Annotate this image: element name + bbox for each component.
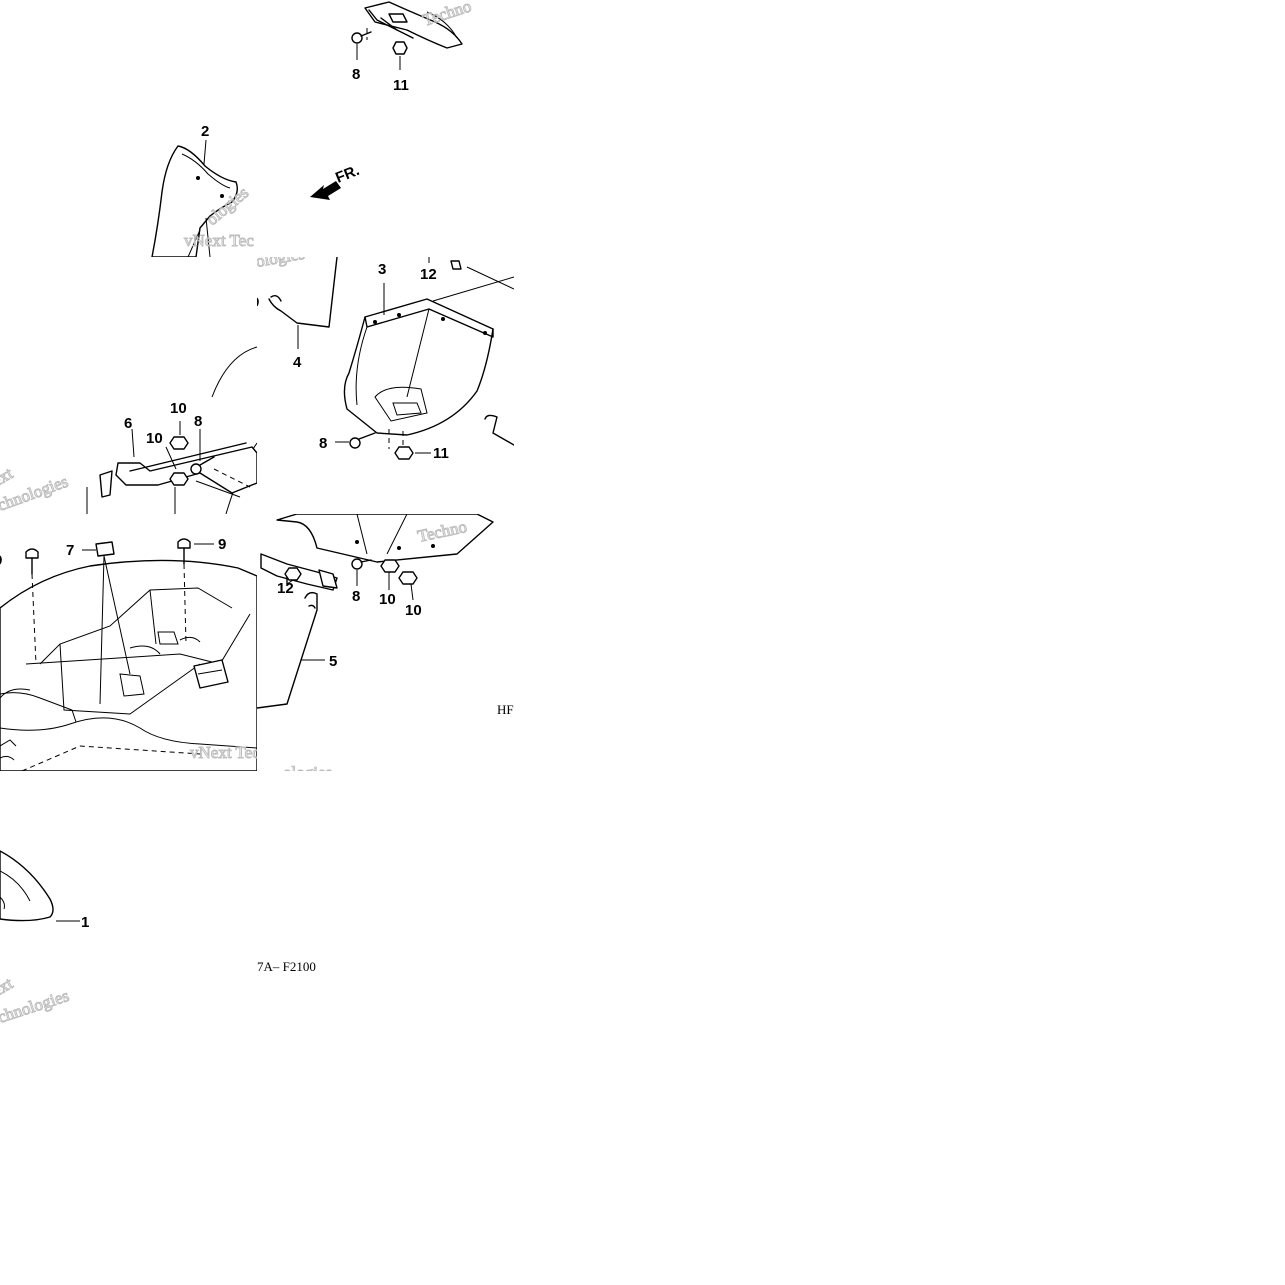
callout-10: 10 [146,430,163,447]
clip-icon [95,541,131,705]
diagram-tile-h: 7A– F2100 [257,771,514,1028]
watermark-text: ologies [257,257,306,271]
callout-11: 11 [433,445,449,462]
push-rivet-icon [177,538,191,565]
diagram-tile-a: 8 11 Techno [257,0,514,100]
watermark-text: ext [0,973,16,1000]
diagram-tile-f: 12 8 10 10 5 HF' Techno ologies [257,514,514,771]
callout-12: 12 [277,580,294,597]
callout-8: 8 [352,588,360,605]
callout-9: 9 [0,552,2,569]
nut-icon [392,41,408,55]
callout-10: 10 [170,400,187,417]
nut-icon [380,559,400,573]
bolt-icon [190,456,215,475]
callout-8: 8 [352,66,360,83]
diagram-tile-c: 6 10 10 8 ext chnologies [0,257,257,514]
nut-icon [398,571,418,585]
callout-11: 11 [393,77,409,94]
watermark-text: vNext Tec [190,743,257,762]
bolt-icon [349,432,376,449]
callout-10: 10 [405,602,422,619]
watermark-text: vNext Tec [184,231,254,250]
watermark-text: ext [0,463,16,490]
callout-4: 4 [293,354,302,371]
diagram-tile-fr: FR. [300,155,380,205]
bolt-icon [351,31,372,44]
front-marker: FR. [333,162,362,187]
partial-code: HF' [497,702,514,717]
nut-icon [169,472,189,486]
diagram-tile-e: 9 7 9 vNext Tec [0,514,257,771]
callout-10: 10 [379,591,396,608]
diagram-tile-b: 2 vNext Tec ologies [0,100,257,257]
callout-3: 3 [378,261,386,278]
callout-5: 5 [329,653,337,670]
callout-2: 2 [201,123,209,140]
callout-8: 8 [319,435,327,452]
bolt-icon [351,558,372,570]
callout-1: 1 [81,914,89,931]
front-arrow-icon [310,181,341,200]
callout-9: 9 [257,294,259,311]
diagram-code: 7A– F2100 [257,959,316,974]
svg-text:ologies: ologies [283,763,332,771]
nut-icon [284,567,302,581]
callout-9: 9 [218,536,226,553]
callout-7: 7 [66,542,74,559]
nut-icon [394,446,414,460]
callout-6: 6 [124,415,132,432]
callout-8: 8 [194,413,202,430]
diagram-tile-d: 4 9 3 12 8 [257,257,514,514]
push-rivet-icon [25,548,39,575]
nut-icon [169,436,189,450]
callout-12: 12 [420,266,437,283]
diagram-tile-g: 1 ext chnologies [0,771,257,1028]
